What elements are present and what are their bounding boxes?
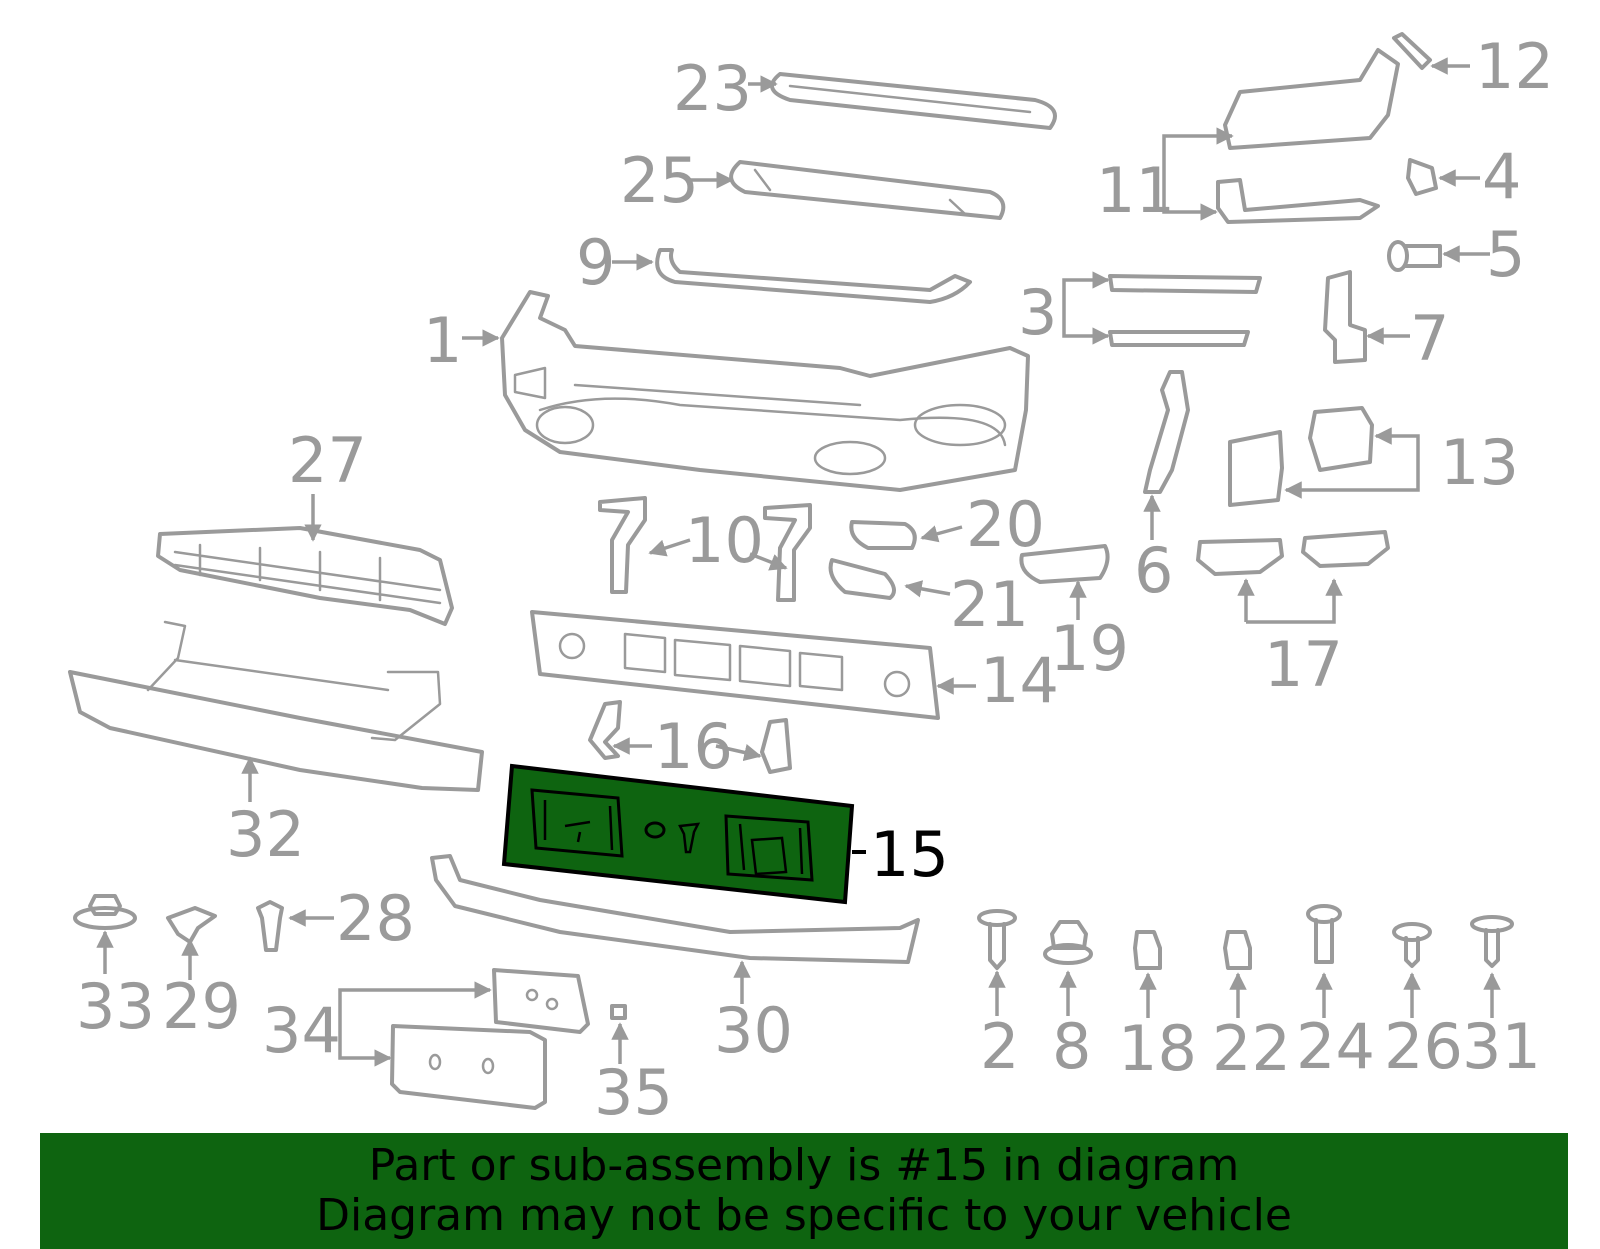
- callout-10[interactable]: 10: [685, 504, 764, 577]
- part-3-trim-bracket[interactable]: [1108, 274, 1262, 347]
- part-24-bolt[interactable]: [1306, 904, 1342, 964]
- part-5-bolt[interactable]: [1387, 240, 1442, 272]
- callout-34[interactable]: 34: [262, 994, 341, 1067]
- callout-5[interactable]: 5: [1486, 218, 1525, 291]
- part-25-grille-insert[interactable]: [729, 160, 1006, 220]
- part-11-bumper-trim[interactable]: [1216, 48, 1400, 224]
- callout-21[interactable]: 21: [950, 568, 1029, 641]
- part-23-upper-grille-strip[interactable]: [770, 72, 1057, 130]
- callout-8[interactable]: 8: [1052, 1010, 1091, 1083]
- footer-line-2: Diagram may not be specific to your vehi…: [316, 1190, 1292, 1241]
- part-26-push-pin[interactable]: [1392, 922, 1432, 968]
- callout-16[interactable]: 16: [654, 710, 733, 783]
- part-7-side-bracket[interactable]: [1323, 270, 1367, 364]
- callout-2[interactable]: 2: [980, 1010, 1019, 1083]
- callout-6[interactable]: 6: [1134, 534, 1173, 607]
- part-28-bolt[interactable]: [256, 900, 284, 952]
- callout-12[interactable]: 12: [1475, 30, 1554, 103]
- callout-32[interactable]: 32: [226, 798, 305, 871]
- callout-22[interactable]: 22: [1212, 1012, 1291, 1085]
- callout-1[interactable]: 1: [423, 304, 462, 377]
- callout-31[interactable]: 31: [1462, 1010, 1541, 1083]
- part-21-fog-bezel[interactable]: [828, 558, 896, 600]
- callout-30[interactable]: 30: [714, 994, 793, 1067]
- part-10-vertical-support[interactable]: [598, 496, 812, 602]
- footer-line-1: Part or sub-assembly is #15 in diagram: [368, 1140, 1240, 1191]
- part-29-clip[interactable]: [166, 906, 217, 944]
- part-4-clip[interactable]: [1406, 158, 1438, 196]
- callout-4[interactable]: 4: [1482, 140, 1521, 213]
- part-14-reinforcement-plate[interactable]: [530, 610, 940, 720]
- callout-labels: 23 25 9 1 12 11 4 5 3 7 13 27 10 20 6 21…: [76, 30, 1554, 1129]
- part-16-small-bracket[interactable]: [588, 700, 792, 774]
- callout-18[interactable]: 18: [1118, 1012, 1197, 1085]
- part-8-nut[interactable]: [1043, 920, 1093, 965]
- part-19-lamp-cover[interactable]: [1019, 544, 1110, 584]
- callout-28[interactable]: 28: [336, 882, 415, 955]
- part-33-nut[interactable]: [73, 894, 137, 930]
- callout-23[interactable]: 23: [673, 52, 752, 125]
- part-20-fog-bezel[interactable]: [849, 520, 917, 550]
- part-18-clip[interactable]: [1133, 930, 1162, 970]
- callout-9[interactable]: 9: [576, 226, 615, 299]
- part-9-bumper-bracket[interactable]: [655, 248, 972, 304]
- callout-26[interactable]: 26: [1384, 1010, 1463, 1083]
- part-13-mounting-bracket[interactable]: [1228, 406, 1374, 507]
- part-2-push-pin[interactable]: [977, 909, 1017, 970]
- part-1-bumper-cover[interactable]: [500, 290, 1030, 492]
- part-12-corner-bracket[interactable]: [1392, 32, 1432, 70]
- callout-33[interactable]: 33: [76, 970, 155, 1043]
- part-34-license-brackets[interactable]: [390, 968, 590, 1110]
- callout-15[interactable]: 15: [870, 818, 949, 891]
- part-31-push-pin[interactable]: [1470, 915, 1514, 968]
- part-30-lower-fascia[interactable]: [430, 854, 920, 964]
- callout-19[interactable]: 19: [1050, 612, 1129, 685]
- callout-14[interactable]: 14: [980, 644, 1059, 717]
- part-35-clip[interactable]: [610, 1004, 627, 1020]
- callout-25[interactable]: 25: [620, 144, 699, 217]
- part-15-highlighted-assembly[interactable]: [501, 763, 855, 905]
- callout-27[interactable]: 27: [288, 424, 367, 497]
- part-6-vertical-bracket[interactable]: [1143, 370, 1190, 494]
- callout-11[interactable]: 11: [1096, 154, 1175, 227]
- part-32-impact-bar[interactable]: [68, 620, 484, 792]
- footer-banner: Part or sub-assembly is #15 in diagram D…: [40, 1133, 1568, 1249]
- part-22-clip[interactable]: [1223, 930, 1252, 970]
- part-17-lamp-assembly[interactable]: [1196, 530, 1390, 576]
- callout-3[interactable]: 3: [1018, 276, 1057, 349]
- callout-29[interactable]: 29: [162, 970, 241, 1043]
- callout-13[interactable]: 13: [1440, 426, 1519, 499]
- leader-lines: [96, 57, 1501, 1067]
- callout-35[interactable]: 35: [594, 1056, 673, 1129]
- part-27-grille-reinforcement[interactable]: [156, 526, 454, 626]
- callout-20[interactable]: 20: [966, 488, 1045, 561]
- callout-24[interactable]: 24: [1296, 1010, 1375, 1083]
- callout-7[interactable]: 7: [1410, 302, 1449, 375]
- callout-17[interactable]: 17: [1264, 628, 1343, 701]
